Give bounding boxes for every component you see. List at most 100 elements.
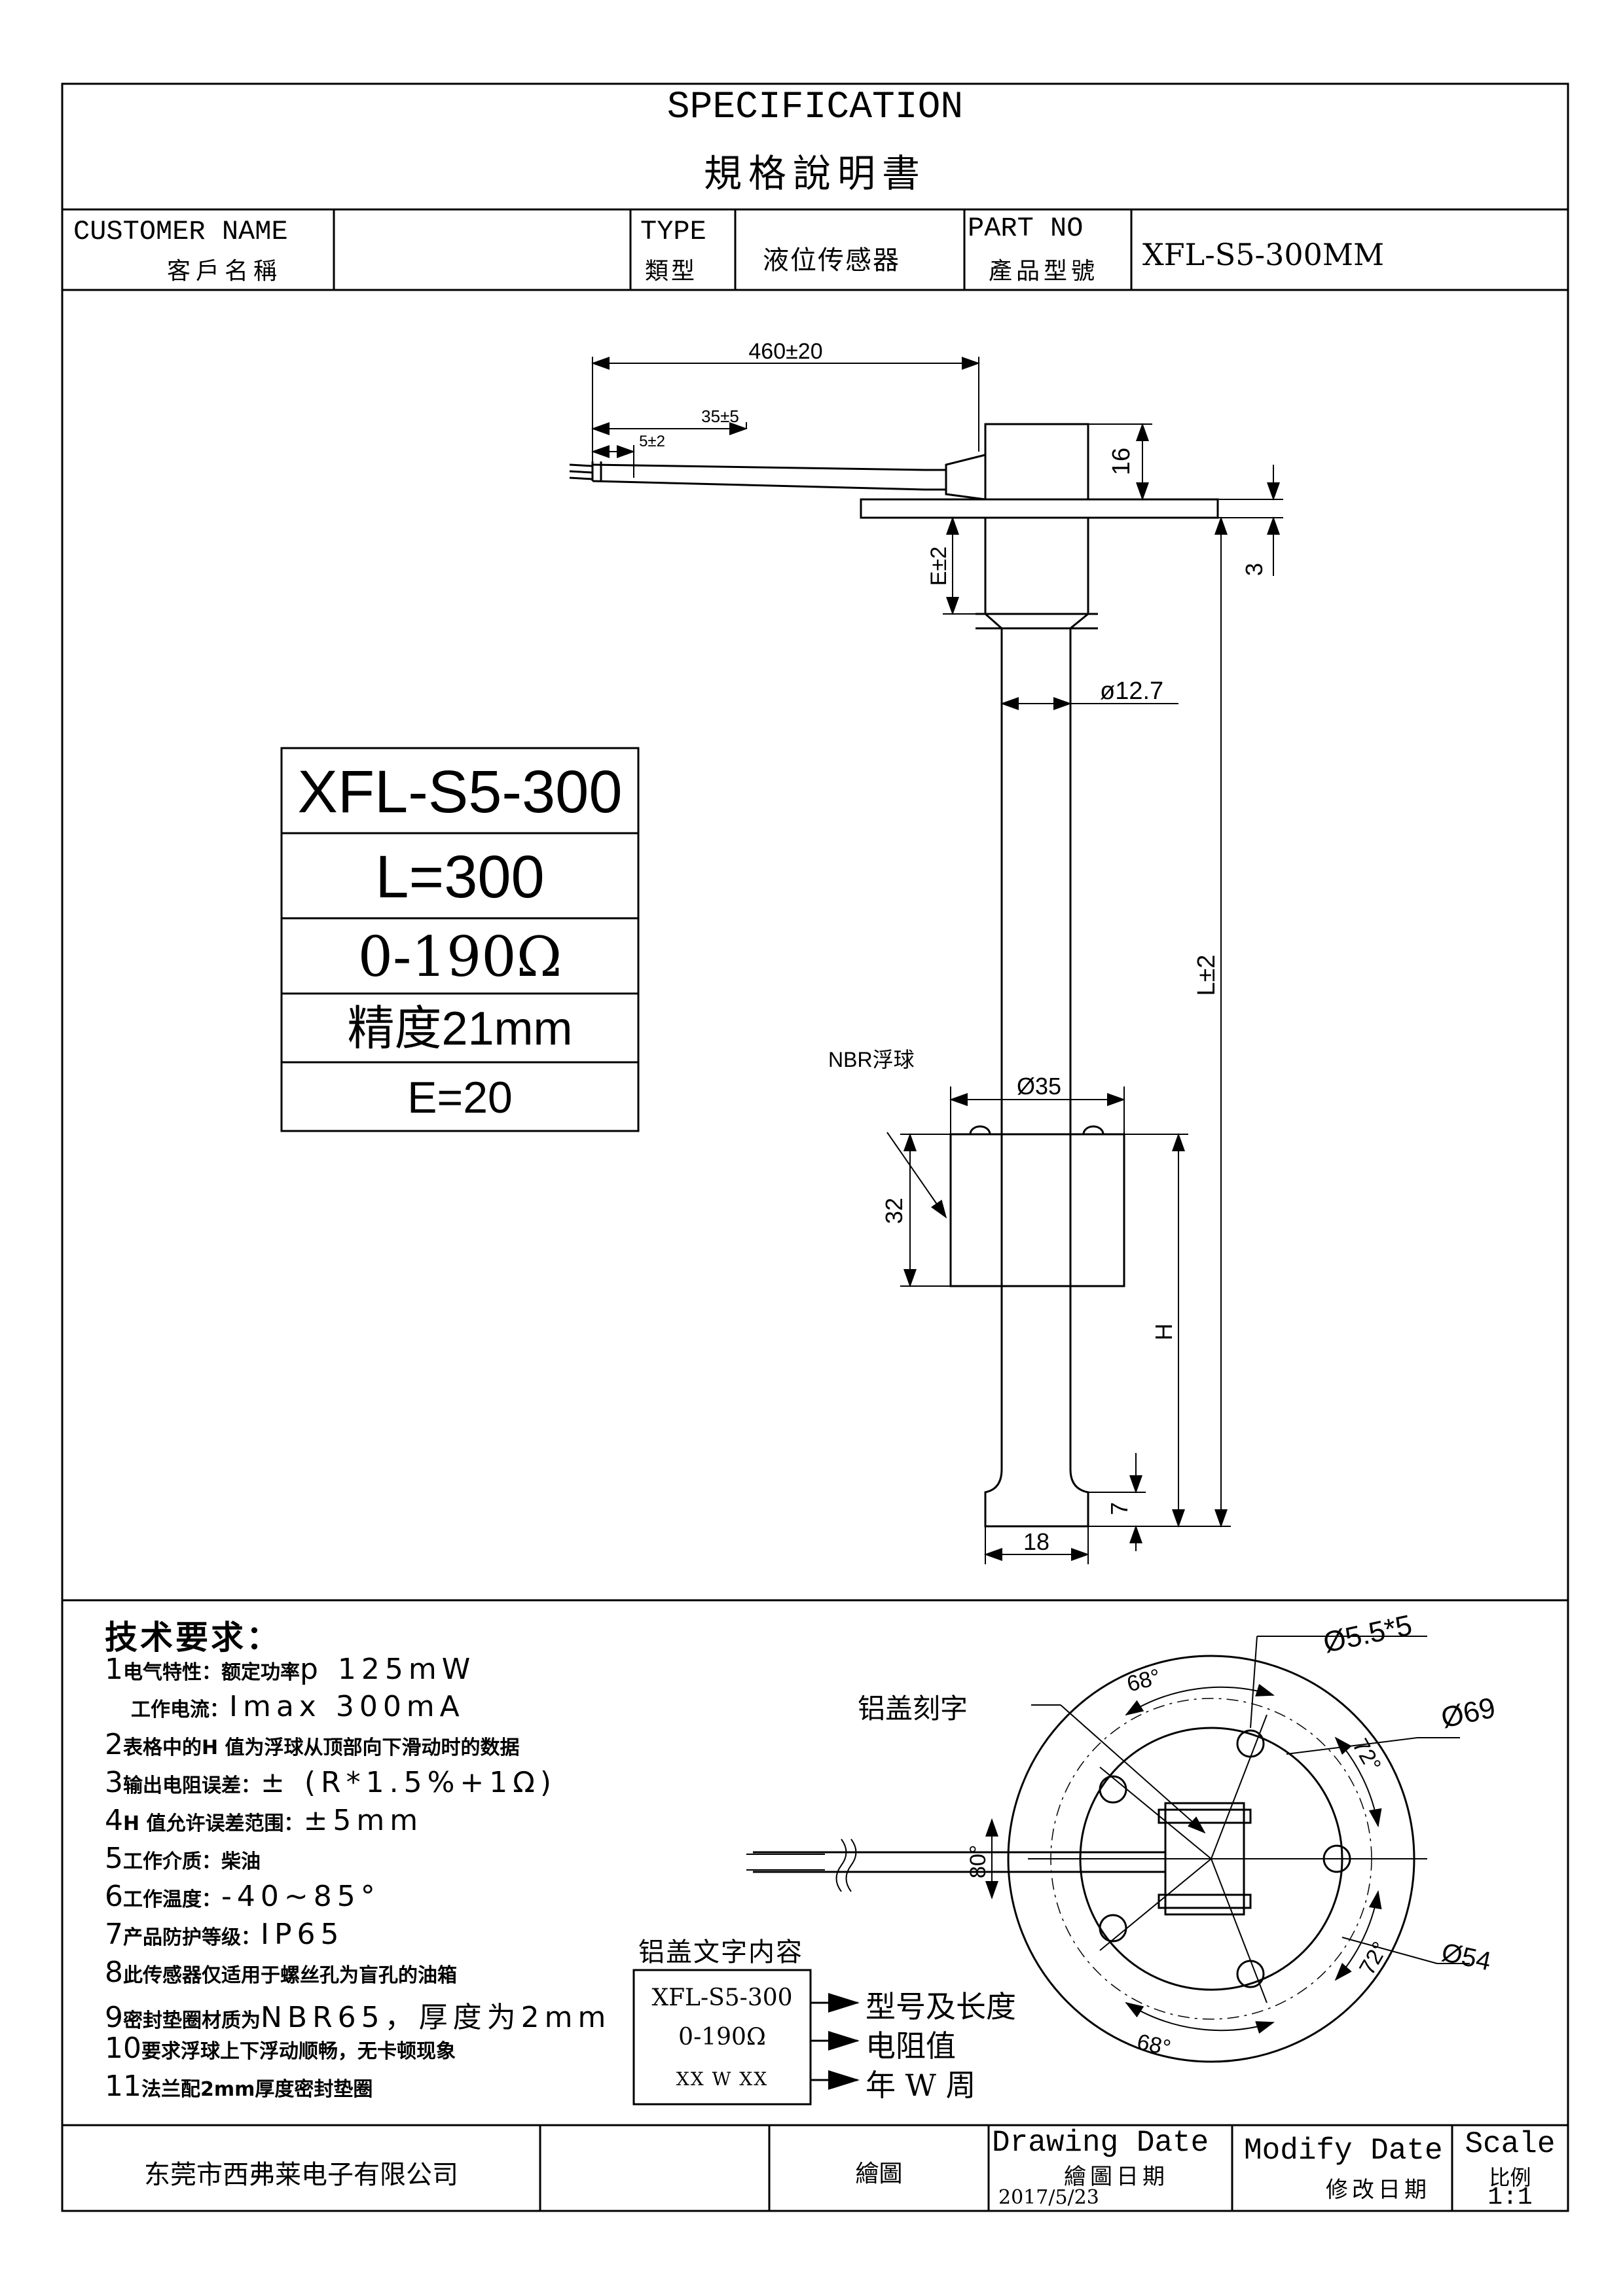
requirement-item: 9密封垫圈材质为NBR65，厚度为2mm (105, 1994, 611, 2036)
requirement-value: ±5mm (303, 1804, 424, 1837)
part-label-en: PART NO (968, 213, 1084, 244)
requirement-key: 工作电流： (131, 1698, 229, 1721)
spec-model: XFL-S5-300 (297, 759, 623, 825)
modify-date-label-en: Modify Date (1244, 2134, 1443, 2168)
flange-plate (860, 498, 1219, 519)
cover-note2: 电阻值 (866, 2028, 956, 2064)
customer-label-en: CUSTOMER NAME (73, 216, 288, 247)
requirement-key: 法兰配2mm厚度密封垫圈 (141, 2078, 373, 2101)
dim-tube-dia: ø12.7 (1100, 677, 1163, 705)
cover-note3: 年 W 周 (866, 2068, 976, 2103)
requirement-item: 6工作温度：-40~85° (105, 1880, 380, 1913)
spec-e-value: E=20 (407, 1073, 513, 1122)
type-label-en: TYPE (640, 216, 706, 247)
dim-h: H (1150, 1323, 1177, 1340)
part-value: XFL-S5-300MM (1142, 237, 1385, 272)
nbr-float (949, 1133, 1125, 1287)
requirement-number: 2 (105, 1728, 123, 1761)
spec-resistance: 0-190Ω (357, 925, 562, 989)
requirement-number: 11 (105, 2070, 141, 2103)
title-zh: 規格說明書 (703, 151, 926, 196)
modify-date-label-zh: 修改日期 (1326, 2177, 1431, 2203)
cover-line2: 0-190Ω (678, 2024, 766, 2051)
requirement-key: H 值允许误差范围： (123, 1812, 304, 1835)
requirement-value: ± (R*1.5%+1Ω) (261, 1766, 557, 1799)
angle-left: 80° (966, 1845, 991, 1878)
scale-label-en: Scale (1465, 2127, 1556, 2161)
dim-cable-length: 460±20 (748, 339, 822, 364)
requirement-item: 3输出电阻误差：± (R*1.5%+1Ω) (105, 1766, 556, 1799)
dim-float-height: 32 (881, 1198, 907, 1224)
cover-note1: 型号及长度 (866, 1989, 1016, 2024)
requirement-value: -40~85° (221, 1880, 380, 1913)
cover-line3: XX W XX (676, 2068, 769, 2090)
requirement-number: 1 (105, 1653, 123, 1686)
drawing-date-label-zh: 繪圖日期 (1064, 2164, 1169, 2190)
requirement-key: 表格中的H 值为浮球从顶部向下滑动时的数据 (123, 1736, 520, 1759)
title-en: SPECIFICATION (666, 86, 964, 129)
scale-label-zh: 比例 (1489, 2165, 1531, 2190)
cover-text-heading: 铝盖文字内容 (638, 1937, 803, 1967)
requirement-value: NBR65，厚度为2mm (261, 2001, 611, 2034)
requirement-item: 5工作介质：柴油 (105, 1842, 261, 1875)
dim-bottom-width: 18 (1023, 1528, 1049, 1555)
dim-flange-thickness: 3 (1241, 563, 1267, 576)
requirement-number: 4 (105, 1804, 123, 1837)
requirement-key: 密封垫圈材质为 (123, 2009, 261, 2032)
cover-line1: XFL-S5-300 (651, 1984, 793, 2011)
type-value: 液位传感器 (763, 245, 900, 276)
engraving-label: 铝盖刻字 (858, 1693, 968, 1724)
requirement-number: 7 (105, 1918, 123, 1951)
requirements-heading: 技术要求： (105, 1619, 282, 1657)
requirement-item: 8此传感器仅适用于螺丝孔为盲孔的油箱 (105, 1956, 457, 1989)
requirement-item: 11法兰配2mm厚度密封垫圈 (105, 2070, 373, 2103)
drawn-by-cell (540, 2130, 769, 2206)
requirement-number: 6 (105, 1880, 123, 1913)
requirement-value: p 125mW (300, 1653, 476, 1686)
scale-value: 1:1 (1487, 2183, 1533, 2212)
float-label: NBR浮球 (828, 1048, 915, 1071)
cable-wire-top (592, 463, 925, 471)
dim-strip-length: 35±5 (701, 406, 739, 426)
requirement-value: Imax 300mA (229, 1690, 465, 1723)
dim-e-tol: E±2 (926, 547, 951, 586)
cable-gland (945, 454, 986, 501)
requirement-item: 7产品防护等级：IP65 (105, 1918, 344, 1951)
requirement-key: 此传感器仅适用于螺丝孔为盲孔的油箱 (123, 1964, 457, 1987)
requirement-number: 5 (105, 1842, 123, 1875)
requirement-item: 10要求浮球上下浮动顺畅，无卡顿现象 (105, 2032, 456, 2065)
spec-accuracy: 精度21mm (347, 1003, 573, 1055)
requirement-item: 1电气特性：额定功率p 125mW (105, 1653, 475, 1686)
requirement-key: 输出电阻误差： (123, 1774, 261, 1797)
dim-bottom-gap: 7 (1106, 1502, 1133, 1515)
requirement-number: 8 (105, 1956, 123, 1989)
drawing-date-value: 2017/5/23 (998, 2186, 1099, 2209)
requirement-key: 产品防护等级： (123, 1926, 261, 1949)
type-label-zh: 類型 (645, 258, 698, 285)
dim-tip-length: 5±2 (639, 433, 665, 450)
requirement-item: 工作电流：Imax 300mA (131, 1690, 465, 1723)
requirement-value: IP65 (261, 1918, 344, 1951)
requirement-key: 要求浮球上下浮动顺畅，无卡顿现象 (141, 2040, 456, 2063)
requirement-item: 4H 值允许误差范围：±5mm (105, 1804, 423, 1837)
drawing-date-label-en: Drawing Date (992, 2126, 1209, 2160)
requirement-number: 9 (105, 2001, 123, 2034)
spec-length: L=300 (375, 844, 545, 910)
dim-head-height: 16 (1108, 448, 1135, 475)
requirement-item: 2表格中的H 值为浮球从顶部向下滑动时的数据 (105, 1728, 520, 1761)
requirement-number: 3 (105, 1766, 123, 1799)
drawn-label: 繪圖 (855, 2161, 903, 2187)
requirement-key: 工作介质：柴油 (123, 1850, 261, 1873)
sensor-tube (984, 518, 1089, 1528)
requirement-key: 电气特性：额定功率 (123, 1661, 300, 1684)
requirement-number: 10 (105, 2032, 141, 2065)
requirement-key: 工作温度： (123, 1888, 221, 1911)
company-name: 东莞市西弗莱电子有限公司 (144, 2160, 458, 2190)
cable-wire-bottom (592, 480, 925, 491)
part-label-zh: 產品型號 (989, 258, 1099, 285)
